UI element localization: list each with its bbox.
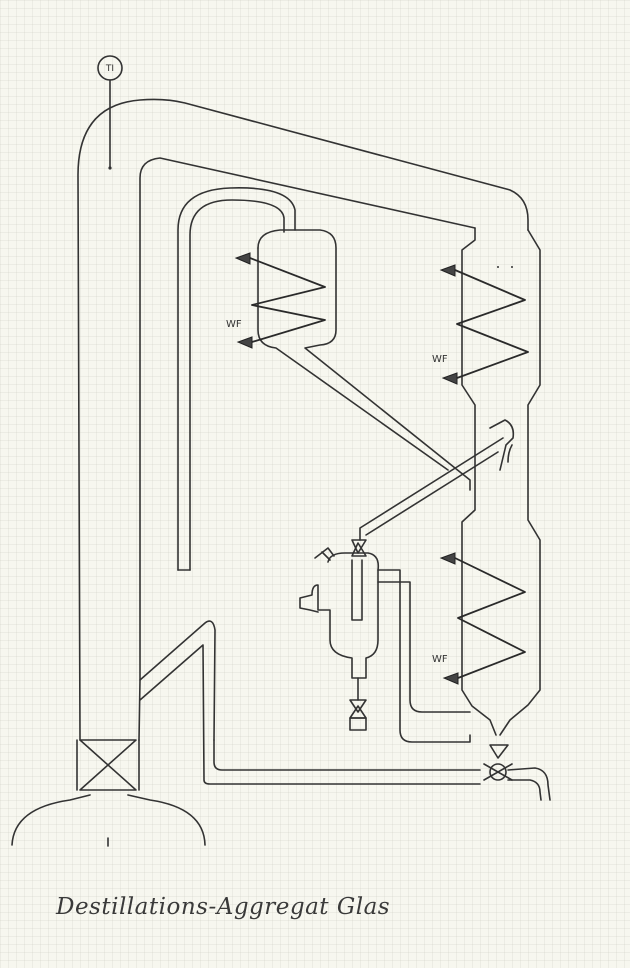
heat-exchanger-3-label: WF bbox=[432, 654, 448, 665]
outlet-valve bbox=[483, 744, 551, 801]
reflux-tube bbox=[177, 187, 296, 571]
bottom-valve bbox=[76, 739, 140, 791]
vapour-column bbox=[77, 98, 529, 741]
first-condenser bbox=[257, 229, 471, 491]
still-pot bbox=[11, 794, 206, 846]
transfer-line bbox=[359, 437, 504, 541]
diagram-caption: Destillations-Aggregat Glas bbox=[56, 894, 391, 920]
temperature-indicator-label: TI bbox=[105, 64, 114, 74]
heat-exchanger-2-label: WF bbox=[432, 354, 448, 365]
temperature-indicator: TI bbox=[97, 55, 123, 170]
right-column bbox=[499, 229, 541, 736]
receiver-vessel bbox=[299, 539, 471, 743]
heat-exchanger-1-label: WF bbox=[226, 319, 242, 330]
